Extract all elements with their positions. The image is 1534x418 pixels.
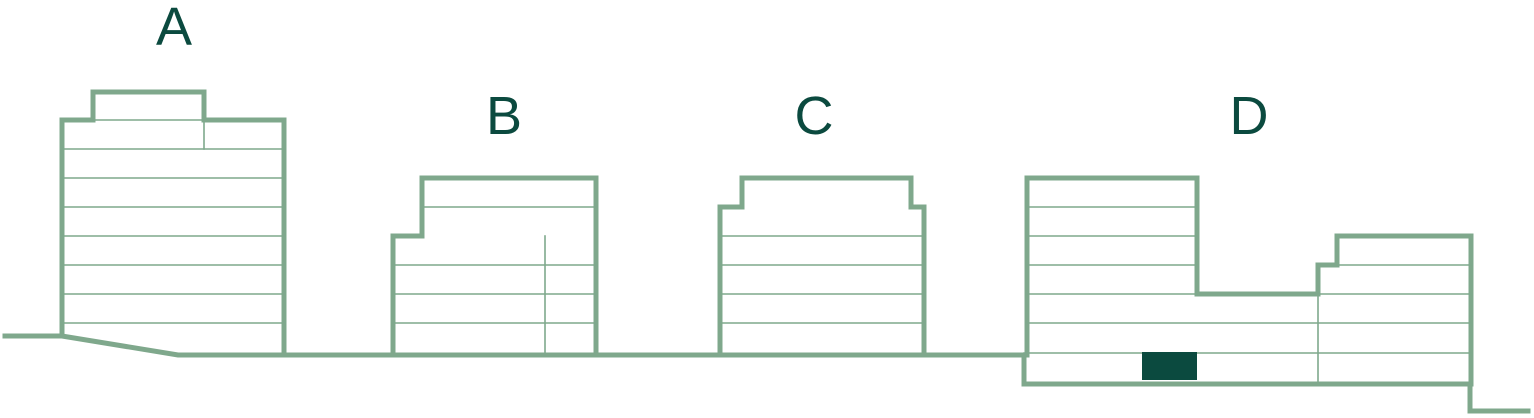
building-b-floors: [392, 206, 597, 356]
building-c: C: [717, 86, 927, 358]
building-a-label: A: [156, 0, 192, 57]
building-c-label: C: [795, 86, 834, 146]
building-c-outline: [717, 175, 927, 358]
building-c-floors: [719, 235, 925, 324]
building-b-label: B: [486, 86, 522, 146]
building-d-floors: [1023, 206, 1472, 385]
building-a-outline: [59, 89, 287, 358]
building-d-label: D: [1230, 86, 1269, 146]
building-b-outline: [390, 175, 599, 358]
highlighted-unit: [1142, 352, 1197, 380]
building-a: A: [59, 0, 287, 358]
building-a-floors: [61, 119, 285, 324]
ground-line: [2, 333, 1531, 414]
building-d: D: [1023, 86, 1474, 387]
building-d-outline: [1024, 175, 1474, 387]
building-b: B: [390, 86, 599, 358]
